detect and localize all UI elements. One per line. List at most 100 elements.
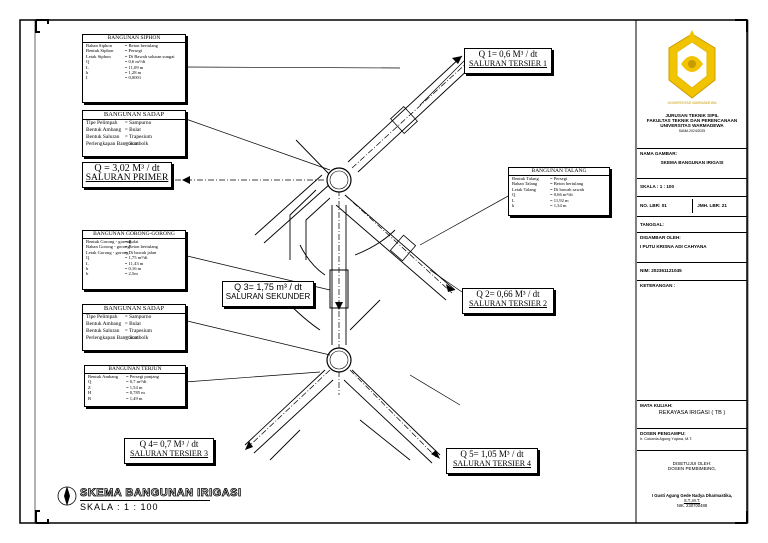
siphon-row-value: = 1,28 m <box>124 70 142 76</box>
sadap1-row: Bentuk Saluran= Trapesium <box>83 134 185 141</box>
siphon-row-key: Letak Siphon <box>86 53 111 59</box>
primer-label: Q = 3,02 M³ / dt SALURAN PRIMER <box>82 162 172 188</box>
siphon-row-value: = Beton bertulang <box>124 43 158 48</box>
siphon-box: BANGUNAN SIPHON Bahan Siphon= Beton bert… <box>82 34 186 103</box>
terjun-row: Z= 1,54 m <box>85 385 185 390</box>
talang-row-key: Q <box>512 192 516 198</box>
talang-title: BANGUNAN TALANG <box>509 168 609 176</box>
disetujui-line-1: DISETUJUI OLEH: <box>672 461 712 466</box>
talang-row: h= 1,34 m <box>509 203 609 208</box>
siphon-row: L= 11,09 m <box>83 65 185 70</box>
sadap2-row: Bentuk Ambang= Bulat <box>83 321 185 328</box>
siphon-row-key: Bahan Siphon <box>86 43 112 48</box>
sadap2-row-value: = Scotbolk <box>124 335 149 341</box>
tersier1-q: Q 1= 0,6 M³ / dt <box>478 49 538 59</box>
tersier1-label: Q 1= 0,6 M³ / dt SALURAN TERSIER 1 <box>464 48 552 74</box>
talang-row-key: Bahan Talang <box>512 181 538 187</box>
drawing-title: SKEMA BANGUNAN IRIGASI <box>80 487 242 500</box>
terjun-row: B= 1,49 m <box>85 396 185 401</box>
sadap1-row-key: Bentuk Ambang <box>86 127 122 133</box>
terjun-row-key: Bentuk Ambang <box>88 374 118 379</box>
siphon-row-key: Q <box>86 59 90 65</box>
sadap1-row-key: Bentuk Saluran <box>86 134 120 140</box>
gorong-row: b= 2,5m <box>83 271 185 276</box>
sadap1-row-value: = Sampurno <box>124 120 152 126</box>
gorong-row-key: Letak Gorong - gorong <box>86 249 129 255</box>
title-block: UNIVERSITAS WARMADEWA JURUSAN TEKNIK SIP… <box>637 20 747 523</box>
terjun-box: BANGUNAN TERJUN Bentuk Ambang = Persegi p… <box>84 365 186 407</box>
terjun-row-value: = Persegi panjang <box>126 374 159 379</box>
digambar-label: DIGAMBAR OLEH: <box>640 235 681 240</box>
talang-row-key: Letak Talang <box>512 186 536 192</box>
nama-gambar-value: SKEMA BANGUNAN IRIGASI <box>660 160 724 165</box>
sadap1-row-key: Tipe Pelimpah <box>86 120 118 126</box>
terjun-title: BANGUNAN TERJUN <box>85 366 185 374</box>
gorong-row-value: = 0,16 m <box>124 266 142 272</box>
drawing-scale: SKALA : 1 : 100 <box>80 502 159 512</box>
talang-row-value: = 11,92 m <box>550 197 569 203</box>
dosen-cell: DOSEN PENGAMPU: Ir. Cokorda Agung Yujana… <box>637 428 747 450</box>
primer-name: SALURAN PRIMER <box>85 173 169 183</box>
gorong-title: BANGUNAN GORONG-GORONG <box>83 231 185 239</box>
terjun-row: Bentuk Ambang = Persegi panjang <box>85 374 185 379</box>
sekunder-label: Q 3= 1,75 m³ / dt SALURAN SEKUNDER <box>222 281 314 307</box>
disetujui-line-2: DOSEN PEMBIMBING, <box>667 466 717 471</box>
terjun-row-key: Z <box>88 384 91 390</box>
no-lembar: NO. LBR: 01 <box>640 199 693 213</box>
terjun-row: Q= 0,7 m³/dt <box>85 379 185 384</box>
sadap1-row-value: = Bulat <box>124 127 141 133</box>
gorong-row-key: Q <box>86 255 90 261</box>
talang-row: Q= 0,66 m³/dt <box>509 192 609 197</box>
primer-q: Q = 3,02 M³ / dt <box>94 163 160 174</box>
gorong-row-value: = 1,75 m³/dt <box>124 255 148 261</box>
digambar-value: I PUTU KRISNA ADI CAHYANA <box>640 244 707 249</box>
sadap2-title: BANGUNAN SADAP <box>83 305 185 314</box>
talang-row-key: h <box>512 203 515 209</box>
siphon-row-key: h <box>86 70 89 76</box>
dosen-label: DOSEN PENGAMPU: <box>640 431 686 436</box>
sadap1-row: Tipe Pelimpah = Sampurno <box>83 120 185 127</box>
gorong-row-key: L <box>86 260 89 266</box>
siphon-row-value: = 11,09 m <box>124 64 144 70</box>
talang-row-value: = Beton bertulang <box>550 181 584 187</box>
digambar-cell: DIGAMBAR OLEH: I PUTU KRISNA ADI CAHYANA <box>637 232 747 262</box>
dept-line-2: FAKULTAS TEKNIK DAN PERENCANAAN <box>646 118 738 124</box>
pembimbing-name: I Gusti Agung Gede Nadya Dharmastika, <box>651 493 733 498</box>
nama-gambar-cell: NAMA GAMBAR: SKEMA BANGUNAN IRIGASI <box>637 148 747 178</box>
pembimbing-title: S.T.,M.T. <box>683 498 701 503</box>
title-underline <box>80 500 210 501</box>
sadap1-row: Bentuk Ambang= Bulat <box>83 127 185 134</box>
talang-row: Bahan Talang = Beton bertulang <box>509 181 609 186</box>
pembimbing-nik: NIK. 230700488 <box>676 503 708 508</box>
siphon-row-key: I <box>86 75 88 81</box>
gorong-box: BANGUNAN GORONG-GORONG Bentuk Gorong - g… <box>82 230 186 290</box>
sadap2-row-key: Perlengkapan Bangunan <box>86 335 139 341</box>
tersier2-q: Q 2= 0,66 M³ / dt <box>476 289 540 299</box>
sadap2-row: Tipe Pelimpah= Sampurno <box>83 314 185 321</box>
tersier1-name: SALURAN TERSIER 1 <box>468 59 548 68</box>
gorong-row: Letak Gorong - gorong= Di bawah jalan <box>83 250 185 255</box>
talang-row: Bentuk Talang= Persegi <box>509 176 609 181</box>
talang-row-key: L <box>512 197 515 203</box>
siphon-row: Bahan Siphon = Beton bertulang <box>83 43 185 48</box>
sadap2-row-key: Bentuk Ambang <box>86 321 122 327</box>
gorong-row: h= 0,16 m <box>83 266 185 271</box>
gorong-row-value: = 2,5m <box>124 271 138 277</box>
mata-kuliah-cell: MATA KULIAH: REKAYASA IRIGASI ( TB ) <box>637 400 747 428</box>
tersier4-name: SALURAN TERSIER 4 <box>452 459 532 468</box>
lembar-cell: NO. LBR: 01 JMH. LBR: 21 <box>637 196 747 216</box>
sadap2-row-key: Tipe Pelimpah <box>86 314 118 320</box>
gorong-row-value: = Di bawah jalan <box>124 249 157 255</box>
gorong-row: L= 11,43 m <box>83 261 185 266</box>
skala-cell: SKALA : 1 : 100 <box>637 178 747 196</box>
siphon-row: Letak Siphon = Di Bawah saluran sungai <box>83 54 185 59</box>
gorong-row-key: Bahan Gorong - gorong <box>86 244 130 250</box>
compass-icon <box>57 486 77 506</box>
siphon-row-value: = Di Bawah saluran sungai <box>124 53 175 59</box>
gorong-row-key: Bentuk Gorong - gorong <box>86 239 132 244</box>
tersier4-label: Q 5= 1,05 M³ / dt SALURAN TERSIER 4 <box>446 448 538 474</box>
sadap2-row-value: = Bulat <box>124 321 141 327</box>
keterangan-cell: KETERANGAN : <box>637 280 747 400</box>
